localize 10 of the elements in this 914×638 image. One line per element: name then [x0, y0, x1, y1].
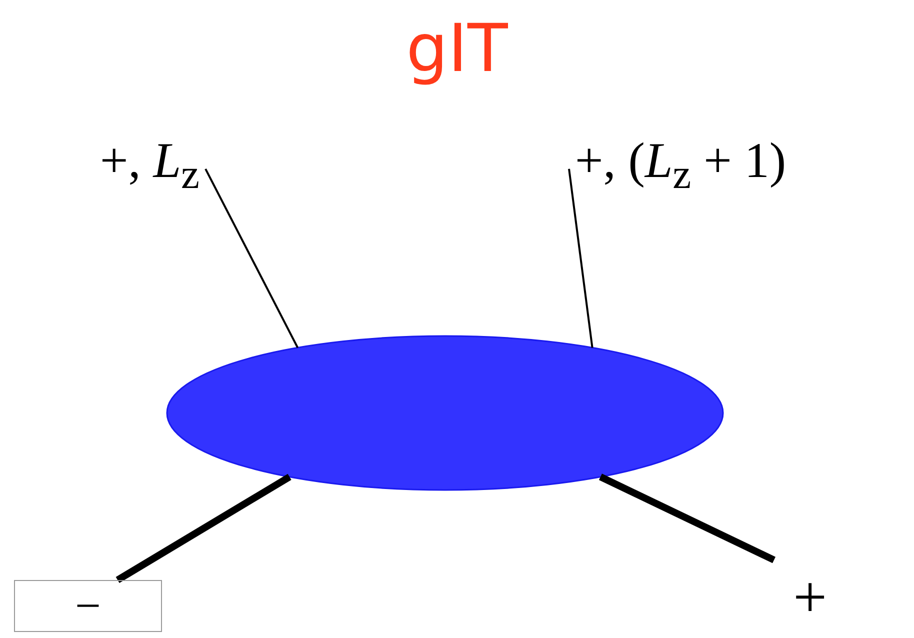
connector-line	[598, 474, 776, 564]
connector-line	[116, 474, 292, 583]
blob-ellipse	[166, 335, 724, 491]
connector-line	[204, 168, 299, 348]
helicity-label: +, (L$_{z}$ + 1)	[575, 135, 786, 197]
title: gIT	[405, 10, 509, 87]
helicity-label: +, L$_{z}$	[100, 135, 200, 197]
sign-label: −	[14, 580, 162, 632]
sign-label: +	[770, 560, 850, 635]
connector-line	[568, 168, 594, 348]
